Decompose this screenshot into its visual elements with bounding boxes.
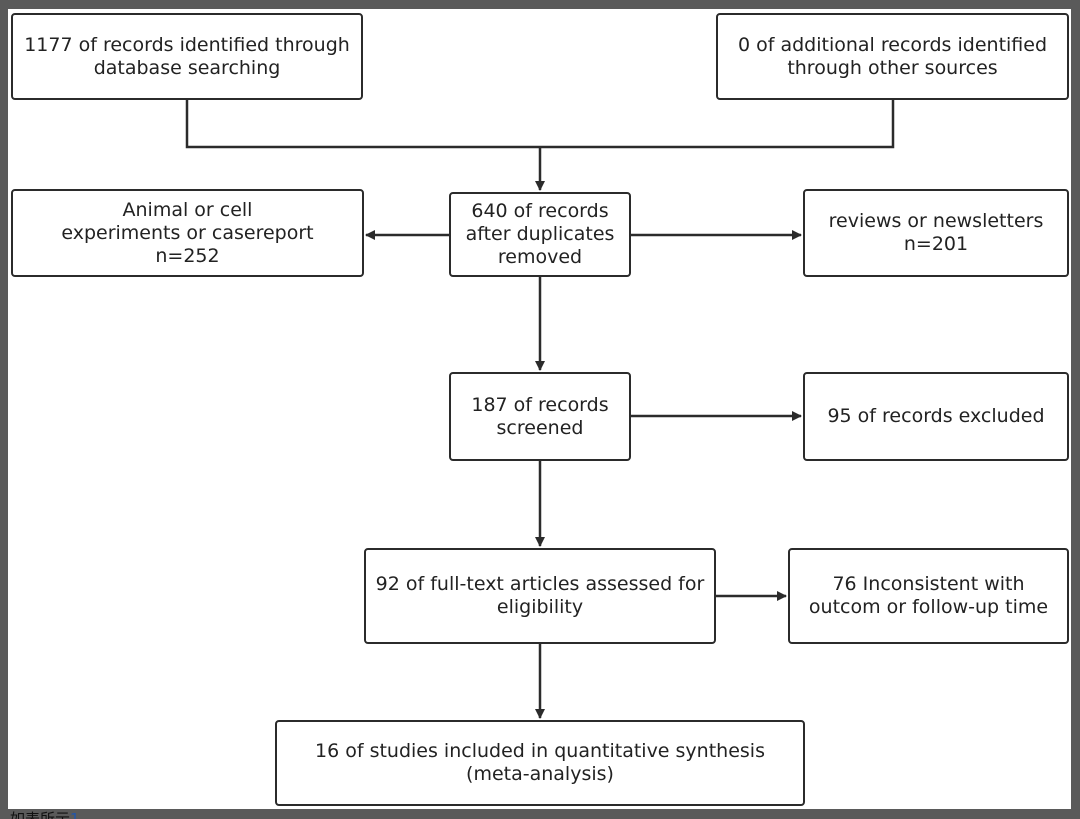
records-excluded-box: 95 of records excluded [803,372,1069,461]
caption-label: 如表所示 [10,810,71,819]
records-screened-box: 187 of records screened [449,372,631,461]
caption-text: 如表所示1 [10,809,80,819]
studies-included-box: 16 of studies included in quantitative s… [275,720,805,806]
caption-link[interactable]: 1 [70,810,80,819]
reviews-newsletters-excluded-box: reviews or newsletters n=201 [803,189,1069,277]
animal-cell-casereport-excluded-box: Animal or cell experiments or casereport… [11,189,364,277]
fulltext-assessed-box: 92 of full-text articles assessed for el… [364,548,716,644]
records-after-duplicates-box: 640 of records after duplicates removed [449,192,631,277]
additional-records-other-sources-box: 0 of additional records identified throu… [716,13,1069,100]
inconsistent-outcome-box: 76 Inconsistent with outcom or follow-up… [788,548,1069,644]
records-identified-database-box: 1177 of records identified through datab… [11,13,363,100]
